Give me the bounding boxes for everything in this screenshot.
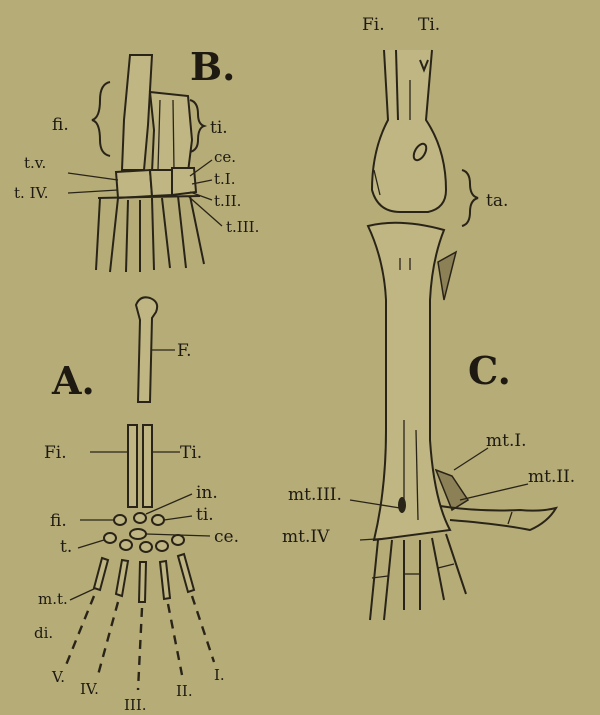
leader-tv <box>68 173 118 180</box>
tarsal-a-4 <box>156 541 168 551</box>
label-a-in: in. <box>196 483 218 503</box>
ta-brace-c <box>462 170 478 226</box>
tarsal-a-2 <box>120 540 132 550</box>
metatarsal-a-ii <box>160 561 170 599</box>
tarsal-a-5 <box>172 535 184 545</box>
digit-v-dashed <box>66 596 94 665</box>
toe-3-b <box>446 534 466 594</box>
toe-3-a <box>432 538 444 600</box>
hypotarsus-shade <box>438 252 456 300</box>
label-b-ce: ce. <box>214 148 236 166</box>
label-a-digit-i: I. <box>214 666 225 684</box>
digit-ii-dashed <box>168 604 182 675</box>
leader-mt1 <box>454 448 488 470</box>
digit-iv-dashed <box>98 602 118 675</box>
leader-a-t <box>78 540 104 548</box>
label-c-mt1: mt.I. <box>486 431 526 451</box>
tarsal-a-3 <box>140 542 152 552</box>
hallux-digit <box>440 506 556 530</box>
label-a-F: F. <box>177 341 192 361</box>
tarsal-a-1 <box>104 533 116 543</box>
toe-1-b <box>384 540 392 620</box>
fibulare-a <box>114 515 126 525</box>
label-c-mt4: mt.IV <box>282 527 330 547</box>
metatarsal-a-i <box>178 554 194 592</box>
leader-mt2 <box>460 484 528 500</box>
leader-tiv <box>68 190 118 193</box>
tibia-bone-b <box>150 92 192 172</box>
label-a-Ti: Ti. <box>180 443 202 463</box>
panel-a-letter: A. <box>51 358 95 403</box>
label-b-t3: t.III. <box>226 218 259 236</box>
metatarsal-b-5 <box>152 198 154 270</box>
label-b-tv: t.v. <box>24 154 46 172</box>
hallux-joint <box>508 512 512 524</box>
metatarsal-a-iv <box>116 560 128 596</box>
panel-c-letter: C. <box>468 348 511 393</box>
mt-foramen <box>398 497 406 513</box>
label-a-digit-iii: III. <box>124 696 147 714</box>
toe-1-a <box>370 540 378 620</box>
centrale-b <box>172 168 196 195</box>
panel-c: C. Fi. Ti. ta. <box>282 15 575 620</box>
label-c-Fi: Fi. <box>362 15 385 35</box>
panel-b-letter: B. <box>190 44 235 89</box>
tibiale-a <box>152 515 164 525</box>
metatarsal-b-8 <box>190 196 204 264</box>
metatarsal-b-2 <box>110 198 118 272</box>
label-b-ti: ti. <box>210 118 228 138</box>
toe-joint-3 <box>438 564 454 568</box>
panel-b: B. fi. ti. t.v. t. IV. ce <box>14 44 259 272</box>
metatarsal-b-1 <box>96 198 100 270</box>
label-b-tiv: t. IV. <box>14 184 48 202</box>
label-a-mt: m.t. <box>38 590 68 608</box>
digit-iii-dashed <box>138 608 142 690</box>
label-c-mt3: mt.III. <box>288 485 342 505</box>
leader-a-ti <box>164 516 192 520</box>
tarsometatarsus-c <box>368 223 450 540</box>
label-b-fi: fi. <box>52 115 69 135</box>
metatarsal-b-7 <box>178 196 186 268</box>
metatarsal-base-b <box>98 196 200 198</box>
fibula-bone-a <box>128 425 137 507</box>
label-b-t1: t.I. <box>214 170 236 188</box>
tibia-bone-a <box>143 425 152 507</box>
label-c-Ti: Ti. <box>418 15 440 35</box>
label-a-Fi: Fi. <box>44 443 67 463</box>
label-a-digit-iv: IV. <box>80 680 99 698</box>
panel-a: A. F. Fi. Ti. fi. in. ti. ce. t. <box>34 297 239 714</box>
label-a-t: t. <box>60 537 72 557</box>
metatarsal-a-iii <box>139 562 146 602</box>
label-a-digit-v: V. <box>51 668 65 686</box>
metatarsal-a-v <box>94 558 108 590</box>
digit-i-dashed <box>192 596 214 662</box>
label-a-ti: ti. <box>196 505 214 525</box>
tarsal-v-b <box>116 170 152 198</box>
label-a-di: di. <box>34 624 53 642</box>
label-b-t2: t.II. <box>214 192 241 210</box>
label-c-ta: ta. <box>486 191 508 211</box>
label-a-fi: fi. <box>50 511 67 531</box>
centrale-a <box>130 529 146 539</box>
tarsal-iv-b <box>150 170 172 196</box>
tibiotarsus-upper <box>372 50 446 212</box>
metatarsal-b-3 <box>126 200 128 272</box>
label-a-digit-ii: II. <box>176 682 193 700</box>
label-a-ce: ce. <box>214 527 239 547</box>
fibula-bone-b <box>122 55 152 170</box>
label-c-mt2: mt.II. <box>528 467 575 487</box>
intermedium-a <box>134 513 146 523</box>
metatarsal-b-6 <box>162 198 170 268</box>
fi-brace-b <box>92 82 110 156</box>
